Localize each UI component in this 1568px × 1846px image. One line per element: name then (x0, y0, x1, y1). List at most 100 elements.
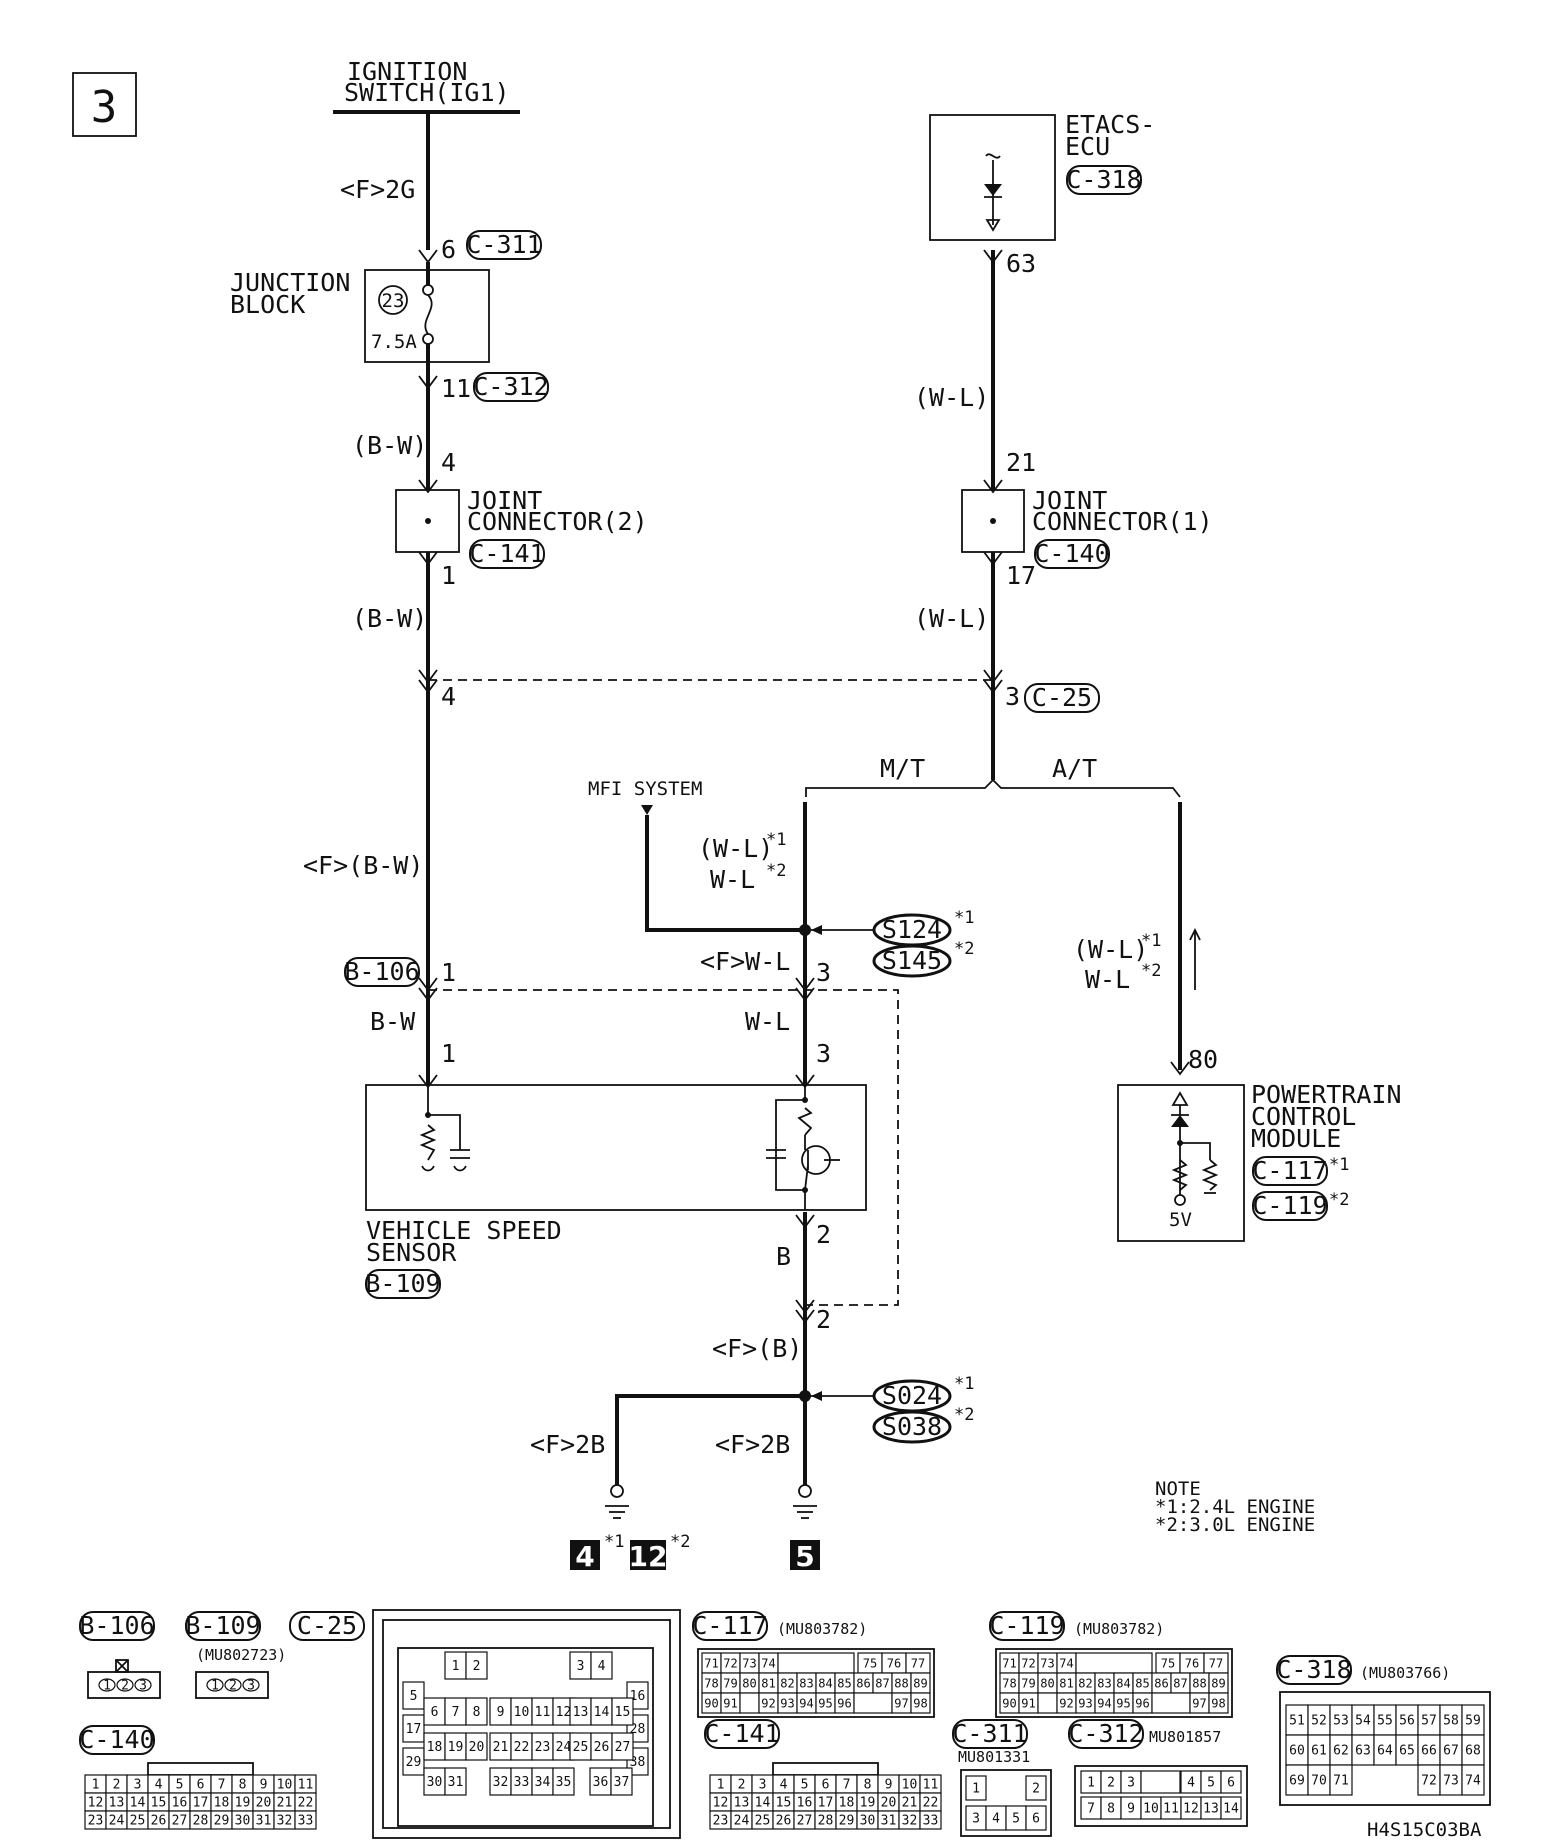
pcm-pull-wire (1180, 1142, 1211, 1160)
connector-pin-number: 10 (514, 1705, 530, 1720)
connector-pin-number: 67 (1443, 1744, 1459, 1759)
connector-pin-number: 84 (1116, 1676, 1130, 1690)
connector-pin-number: 26 (151, 1814, 167, 1829)
connector-pin-cell (402, 1714, 425, 1743)
at-wire-l1: (W-L) (1073, 935, 1148, 964)
connector-pin-number: 6 (431, 1705, 439, 1720)
connector-pin-cell (1037, 1692, 1058, 1714)
connector-key-tab (772, 1762, 879, 1776)
vss-label-2: SENSOR (366, 1238, 457, 1267)
ignition-label-2: SWITCH(IG1) (344, 78, 510, 107)
connector-pin-number: 20 (469, 1740, 485, 1755)
sensor-pin-1: 1 (441, 1039, 456, 1068)
connector-pin-number: 17 (818, 1796, 834, 1811)
connector-pin-cell (1025, 1775, 1047, 1801)
coil-icon (419, 1124, 437, 1161)
connector-b106-dashed (428, 989, 899, 1306)
connector-pin-number: 94 (799, 1696, 813, 1710)
conn-badge-c141 (469, 539, 545, 569)
connector-pin-number: 80 (1040, 1676, 1054, 1690)
connector-frame (1074, 1765, 1248, 1827)
connector-pin-number: 28 (818, 1814, 834, 1829)
connector-pin-number: 24 (109, 1814, 125, 1829)
connector-pin-number: 3 (247, 1679, 255, 1694)
conn-badge-c25-face (289, 1611, 365, 1641)
wire-label-b: B (776, 1242, 791, 1271)
connector-pin-number: 74 (761, 1656, 775, 1670)
fuse-terminal-bottom (422, 333, 434, 345)
ground-point-4-badge (570, 1540, 600, 1570)
connector-pin-number: 3 (1127, 1776, 1135, 1791)
ground-point-12: 12 (629, 1540, 668, 1573)
connector-pin-number: 10 (277, 1778, 293, 1793)
connector-pin-number: 6 (1032, 1812, 1040, 1827)
ground-point-12-badge (630, 1540, 666, 1570)
connector-pin-number: 2 (1107, 1776, 1115, 1791)
connector-pin-number: 96 (1135, 1696, 1149, 1710)
connector-pin-number: 5 (410, 1689, 418, 1704)
connector-pin-number: 66 (1421, 1744, 1437, 1759)
conn-face-c311-label: C-311 (952, 1719, 1027, 1748)
diagram-code: H4S15C03BA (1367, 1819, 1482, 1841)
connector-pin-number: 31 (256, 1814, 272, 1829)
connector-chevron (418, 987, 438, 1002)
connector-pin-number: 8 (1107, 1802, 1115, 1817)
connector-pin-cell (1075, 1652, 1153, 1674)
connector-pin-number: 72 (723, 1656, 737, 1670)
supply-terminal-icon (1174, 1194, 1186, 1206)
connector-pin-number: 69 (1289, 1774, 1305, 1789)
connector-pin-number: 92 (761, 1696, 775, 1710)
page-number-box (72, 72, 137, 137)
connector-pin-number: 3 (759, 1778, 767, 1793)
at-wire-m2: *2 (1141, 961, 1161, 981)
conn-badge-b109 (365, 1269, 441, 1299)
splice-s024-mark: *1 (954, 1374, 974, 1394)
connector-pin-number: 86 (856, 1676, 870, 1690)
connector-pin-number: 19 (448, 1740, 464, 1755)
connector-pin-number: 27 (172, 1814, 188, 1829)
ground-terminal-icon (610, 1484, 624, 1498)
connector-pin-number: 32 (493, 1775, 509, 1790)
connector-pin-number: 2 (121, 1679, 129, 1694)
conn-c119-mark: *2 (1329, 1190, 1349, 1210)
connector-pin-number: 4 (1187, 1776, 1195, 1791)
connector-pin-number: 30 (427, 1775, 443, 1790)
conn-badge-c141-face (704, 1719, 780, 1749)
connector-pin-cell (610, 1767, 633, 1796)
mt-wire-m2: *2 (766, 861, 786, 881)
connector-pin-number: 97 (894, 1696, 908, 1710)
connector-pin-cell (590, 1651, 613, 1680)
connector-pin-number: 73 (742, 1656, 756, 1670)
connector-pin-cell (465, 1697, 488, 1726)
junction-label-2: BLOCK (230, 290, 305, 319)
connector-pin-number: 85 (837, 1676, 851, 1690)
conn-face-b109-label: B-109 (185, 1611, 260, 1640)
connector-pin-number: 82 (1078, 1676, 1092, 1690)
connector-chevron (795, 1309, 815, 1324)
connector-pin-number: 3 (139, 1679, 147, 1694)
conn-face-c117-label: C-117 (692, 1611, 767, 1640)
conn-face-c25-outer (372, 1609, 681, 1839)
connector-pin-cell (853, 1692, 893, 1714)
conn-label-c25: C-25 (1032, 683, 1092, 712)
conn-face-c119-label: C-119 (989, 1611, 1064, 1640)
etacs-label-1: ETACS- (1065, 110, 1155, 139)
c25-pin-right: 3 (1005, 682, 1020, 711)
arrowhead-icon (1189, 927, 1201, 941)
connector-frame (960, 1769, 1052, 1837)
jc1-pin-in: 21 (1006, 448, 1036, 477)
connector-pin-number: 23 (88, 1814, 104, 1829)
connector-pin-number: 95 (1116, 1696, 1130, 1710)
ground-icon (421, 1165, 435, 1172)
connector-pin-number: 5 (1012, 1812, 1020, 1827)
connector-pin-number: 90 (1002, 1696, 1016, 1710)
connector-pin-number: 19 (235, 1796, 251, 1811)
connector-pin-number: 88 (894, 1676, 908, 1690)
connector-pin-cell (465, 1651, 488, 1680)
connector-pin-number: 56 (1399, 1714, 1415, 1729)
connector-pin-number: 90 (704, 1696, 718, 1710)
